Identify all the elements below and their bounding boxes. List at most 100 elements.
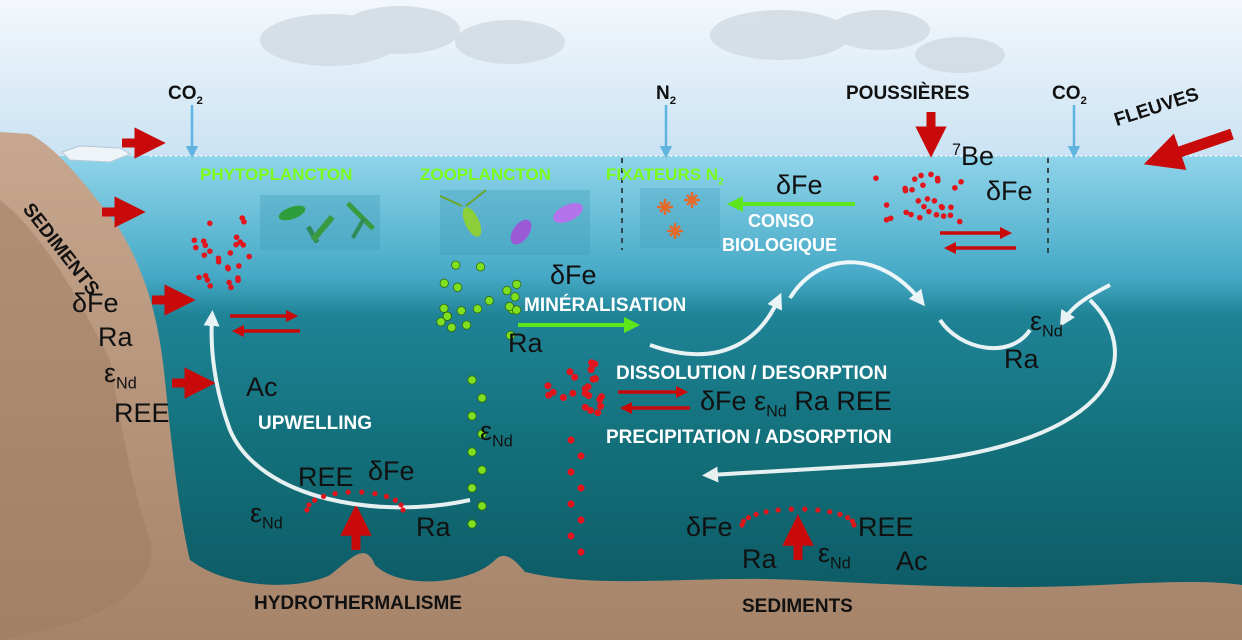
sediment-particle [739,522,745,528]
sinking-particle [597,402,605,410]
margin-particle [236,263,242,269]
margin-particle [196,274,202,281]
organic-particle [477,429,487,439]
margin-particle [207,248,213,255]
sinking-particle [567,500,575,508]
dust-particle [956,218,963,225]
margin-particle [201,252,208,258]
interior-end-label: εNd [480,416,513,451]
sediment-particle [745,514,752,521]
organic-particle [462,320,472,330]
dust-particle [926,208,932,215]
organic-particle [512,279,522,289]
organic-particle [472,304,483,314]
sinking-particle [577,516,585,524]
margin-particle [215,255,222,262]
right-ra-label: Ra [1004,344,1039,374]
sinking-particle [567,468,575,476]
dust-particle [918,172,924,179]
organic-particle [456,306,466,316]
organic-particle [467,375,477,385]
margin-particle [241,218,247,225]
hydro-ra-label: Ra [416,512,451,542]
margin-particle [225,265,231,272]
organic-particle [439,303,449,313]
margin-particle [240,242,247,248]
bottom-sediments-label: SEDIMENTS [742,596,853,617]
sinking-particle [591,375,599,383]
hydro-particle [398,502,404,508]
beryllium-7-label: 7Be [952,141,995,171]
conso-label-line1: CONSO [748,211,815,231]
organic-particle [467,411,477,421]
nitrogen-fixers-label: FIXATEURS N2 [606,165,724,188]
dust-particle [921,203,927,210]
hydro-particle [372,491,378,497]
sinking-particle [567,436,575,444]
margin-particle [202,242,209,249]
organic-particle [502,285,512,296]
dust-particle [920,182,926,188]
co2-right-label: CO2 [1052,83,1087,107]
sinking-particle [566,368,574,376]
organic-particle [505,330,516,341]
dfe-surface-label: δFe [986,176,1033,206]
organic-particle [467,483,477,493]
hydrothermalism-label: HYDROTHERMALISME [254,593,462,614]
bottom-dfe-label: δFe [686,512,733,542]
organic-particle [477,465,487,475]
dust-particle [887,215,894,222]
dust-particle [908,211,914,218]
sinking-particle [577,548,585,556]
margin-particle [191,237,198,244]
organic-particle [451,260,461,270]
dust-particle [902,185,908,192]
bottom-end-label: εNd [818,538,851,573]
clouds [260,6,1005,73]
organic-particle [477,501,487,511]
sediment-particle [815,507,821,513]
sinking-particle [596,396,604,404]
margin-particle [204,277,211,283]
bottom-ree-label: REE [858,512,914,542]
dfe-conso-label: δFe [776,170,823,200]
sinking-particle [585,392,593,400]
dust-particle [931,198,938,204]
sediment-particle [753,511,759,517]
hydro-particle [332,491,338,497]
mineralisation-label: MINÉRALISATION [524,295,687,316]
margin-particle [207,220,213,227]
bottom-ac-label: Ac [896,546,928,576]
organic-particle [475,262,486,272]
sinking-particle [569,389,577,397]
organic-particle [484,296,494,306]
nitrogen-fixers-icon [640,188,720,248]
dissolution-label: DISSOLUTION / DESORPTION [616,363,888,384]
margin-particle [202,272,209,279]
organic-particle [510,292,520,302]
hydro-end-label: εNd [250,498,283,533]
margin-particle [233,241,239,248]
organic-particle [467,519,477,529]
circulation-arrows [203,260,1117,510]
hydro-particle [345,489,351,495]
organic-particle [439,278,449,288]
dust-particle [947,212,954,219]
dust-particle [934,177,941,184]
co2-left-label: CO2 [168,83,203,107]
sediment-particle [837,511,843,517]
sediment-particle [827,509,833,515]
organic-particle [436,317,446,327]
sinking-particle [577,452,585,460]
dust-particle [909,186,915,193]
dust-particle [948,204,954,211]
margin-particle [192,244,199,251]
margin-particle [233,234,240,241]
dust-particle [883,202,890,208]
sinking-particle [587,359,595,367]
organic-particle [477,393,487,403]
sediment-particle [775,507,781,513]
margin-particle [228,284,234,291]
mineralisation-ra-label: Ra [508,328,543,358]
